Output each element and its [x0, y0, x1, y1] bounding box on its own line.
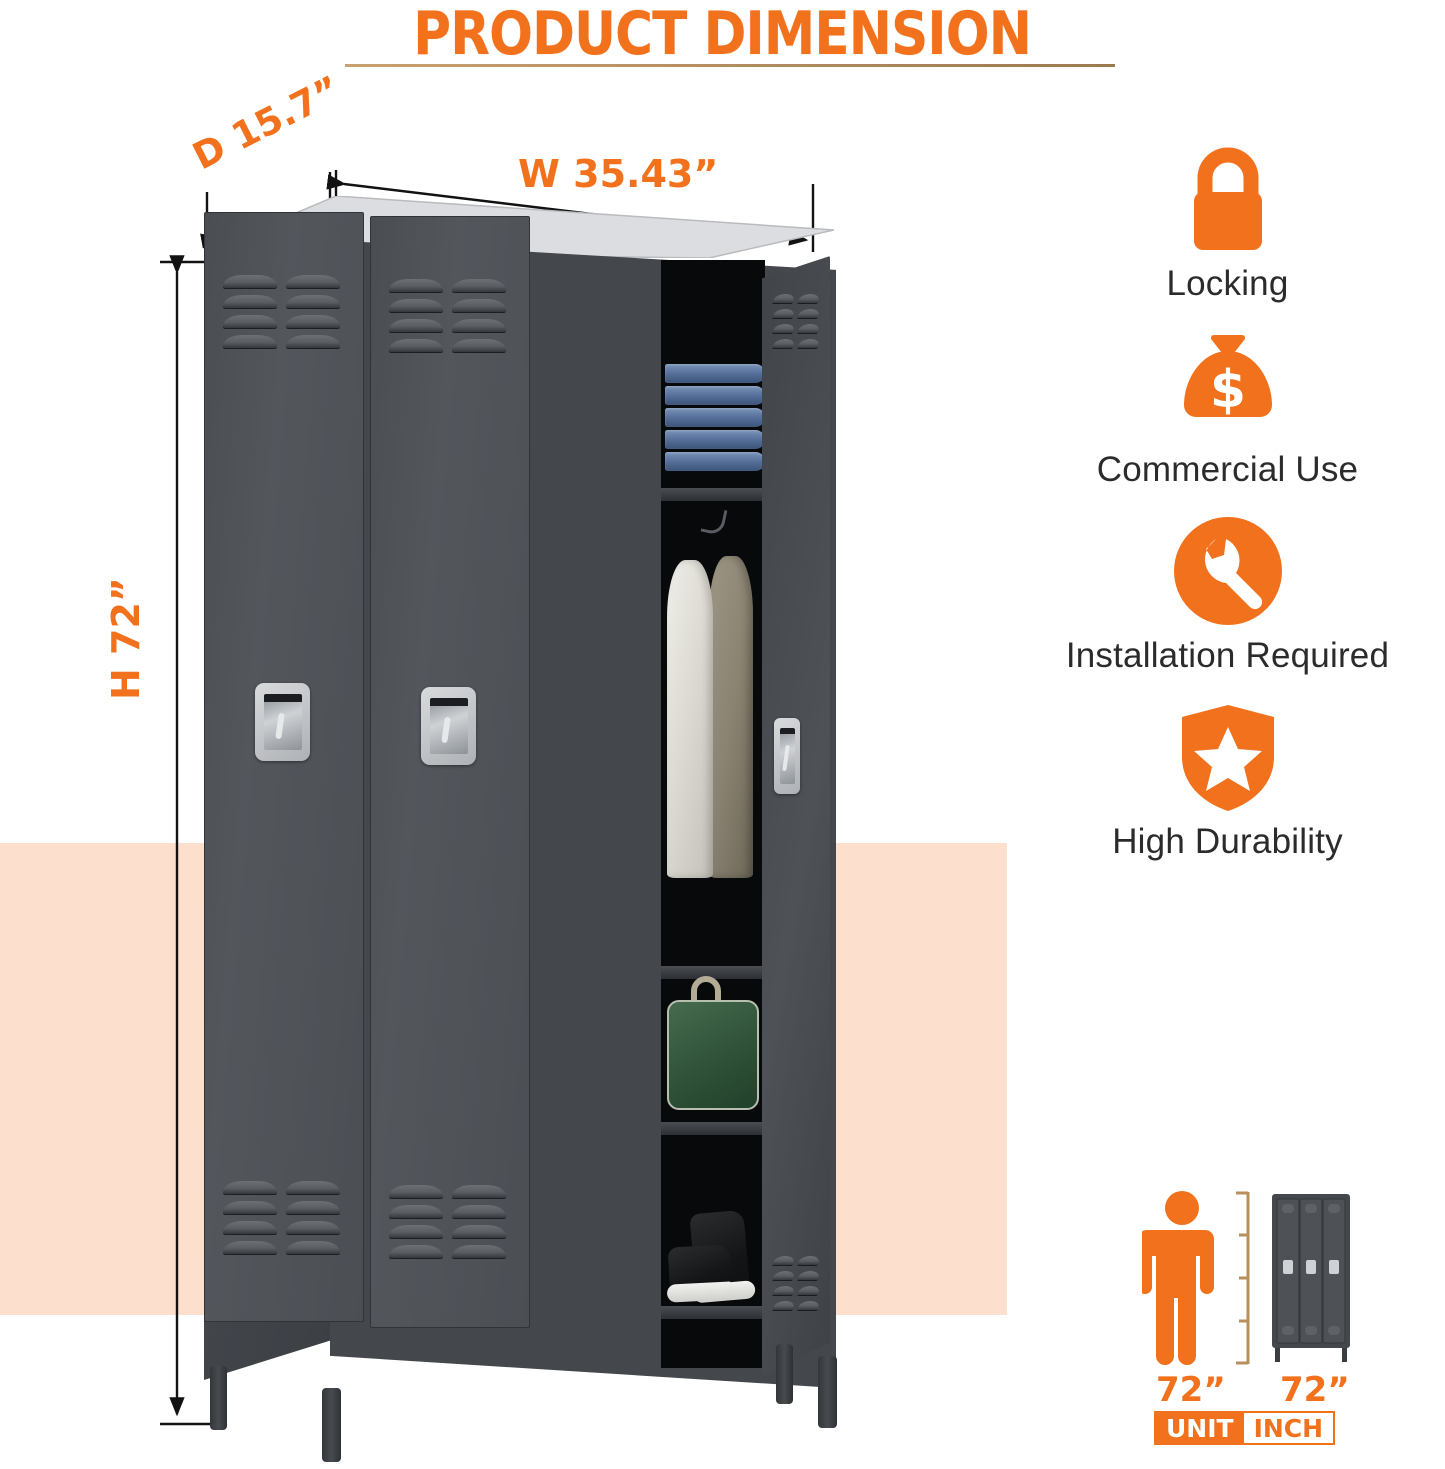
duffel-bag-handle: [691, 976, 721, 1006]
locker-door-3-open[interactable]: [762, 256, 830, 1376]
padlock-icon: [1010, 140, 1445, 258]
scale-person-value: 72”: [1156, 1370, 1226, 1410]
vent-top-door-2: [389, 279, 506, 352]
vent-top-door-3: [772, 294, 821, 348]
page-title: PRODUCT DIMENSION: [0, 2, 1445, 66]
leg-back-left: [210, 1366, 227, 1430]
door-3-latch[interactable]: [774, 718, 800, 794]
product-illustration: [196, 196, 846, 1462]
hanging-white-shirt: [667, 560, 713, 878]
vent-bottom-door-2: [389, 1185, 506, 1258]
hanging-beige-shirt: [709, 556, 753, 878]
green-duffel-bag: [667, 1000, 759, 1110]
door-1-latch[interactable]: [255, 683, 310, 761]
width-dimension-label: W 35.43”: [518, 152, 719, 196]
scale-comparison-widget: 72” 72” UNIT INCH: [1132, 1186, 1364, 1452]
feature-list: Locking $ Commercial Use Installation Re…: [1010, 140, 1445, 884]
folded-jeans: [665, 364, 765, 482]
unit-badge: UNIT INCH: [1154, 1411, 1336, 1445]
coat-hook-icon: [700, 505, 728, 537]
locker-door-1[interactable]: [204, 212, 364, 1322]
sneaker-front: [667, 1244, 733, 1300]
feature-installation-required-label: Installation Required: [1065, 636, 1390, 675]
locker-door-2[interactable]: [370, 216, 530, 1328]
shield-star-icon: [1010, 698, 1445, 816]
money-bag-icon: $: [1010, 326, 1445, 444]
person-silhouette-icon: [1142, 1191, 1214, 1365]
feature-high-durability: High Durability: [1010, 698, 1445, 862]
vent-bottom-door-1: [223, 1181, 340, 1254]
scale-locker-value: 72”: [1280, 1370, 1350, 1410]
leg-front-left: [322, 1388, 341, 1462]
feature-commercial-use-label: Commercial Use: [1096, 450, 1359, 489]
door-2-latch[interactable]: [421, 687, 476, 765]
unit-badge-value: INCH: [1243, 1413, 1334, 1443]
ruler-icon: [1236, 1191, 1250, 1365]
locker-open-compartment: [661, 260, 765, 1368]
shelf-bottom: [661, 1306, 765, 1319]
feature-high-durability-label: High Durability: [1112, 822, 1343, 861]
leg-back-right: [776, 1344, 793, 1404]
page-title-text: PRODUCT DIMENSION: [413, 0, 1033, 69]
shelf-top: [661, 488, 765, 501]
depth-dimension-label: D 15.7”: [186, 67, 348, 179]
feature-installation-required: Installation Required: [1010, 512, 1445, 676]
vent-top-door-1: [223, 275, 340, 348]
feature-commercial-use: $ Commercial Use: [1010, 326, 1445, 490]
mini-locker-icon: [1272, 1194, 1350, 1362]
feature-locking-label: Locking: [1166, 264, 1289, 303]
shelf-lower: [661, 1122, 765, 1135]
svg-text:$: $: [1209, 360, 1245, 420]
leg-front-right: [818, 1356, 837, 1428]
title-underline: [345, 64, 1115, 67]
vent-bottom-door-3: [772, 1256, 821, 1310]
shelf-middle: [661, 966, 765, 979]
unit-badge-word: UNIT: [1156, 1413, 1244, 1443]
feature-locking: Locking: [1010, 140, 1445, 304]
height-dimension-label: H 72”: [104, 577, 148, 700]
wrench-circle-icon: [1010, 512, 1445, 630]
